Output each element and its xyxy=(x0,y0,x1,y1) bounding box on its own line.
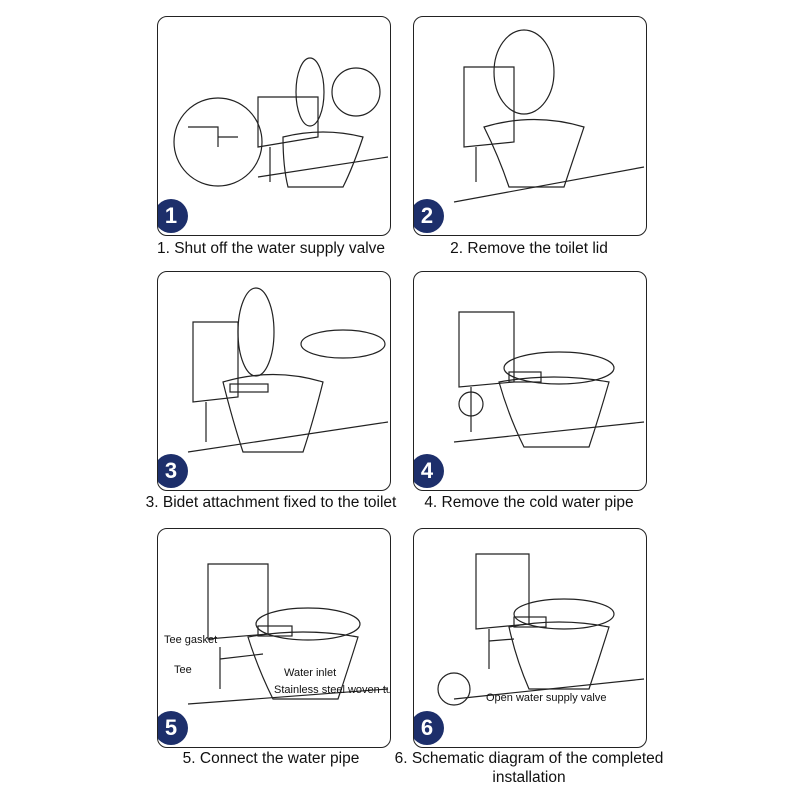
step-5-badge: 5 xyxy=(158,711,188,745)
tee-label: Tee xyxy=(174,664,192,676)
woven-tube-label: Stainless steel woven tube xyxy=(274,684,390,696)
step-5-panel: Tee gasket Tee Water inlet Stainless ste… xyxy=(157,528,391,748)
step-6-caption: 6. Schematic diagram of the completed in… xyxy=(394,750,664,786)
step-1-badge: 1 xyxy=(158,199,188,233)
step-5-caption: 5. Connect the water pipe xyxy=(182,750,360,767)
step-2-illustration xyxy=(453,29,645,203)
step-3-badge: 3 xyxy=(158,454,188,488)
step-2-badge: 2 xyxy=(414,199,444,233)
step-2-panel: 2 xyxy=(413,16,647,236)
step-4-caption: 4. Remove the cold water pipe xyxy=(424,494,634,511)
tee-gasket-label: Tee gasket xyxy=(164,634,218,646)
step-3-illustration xyxy=(187,287,389,453)
step-3-caption: 3. Bidet attachment fixed to the toilet xyxy=(145,494,397,511)
step-2-caption: 2. Remove the toilet lid xyxy=(450,240,608,257)
water-inlet-label: Water inlet xyxy=(284,667,337,679)
step-1-caption: 1. Shut off the water supply valve xyxy=(156,240,386,257)
step-4-badge: 4 xyxy=(414,454,444,488)
step-6-illustration xyxy=(437,553,645,706)
open-valve-label: Open water supply valve xyxy=(486,692,607,704)
step-1-panel: 1 xyxy=(157,16,391,236)
step-4-panel: 4 xyxy=(413,271,647,491)
step-3-panel: 3 xyxy=(157,271,391,491)
step-4-illustration xyxy=(453,311,645,448)
step-6-badge: 6 xyxy=(414,711,444,745)
step-6-panel: Open water supply valve 6 xyxy=(413,528,647,748)
step-5-illustration xyxy=(187,563,389,705)
step-1-illustration xyxy=(173,57,389,188)
